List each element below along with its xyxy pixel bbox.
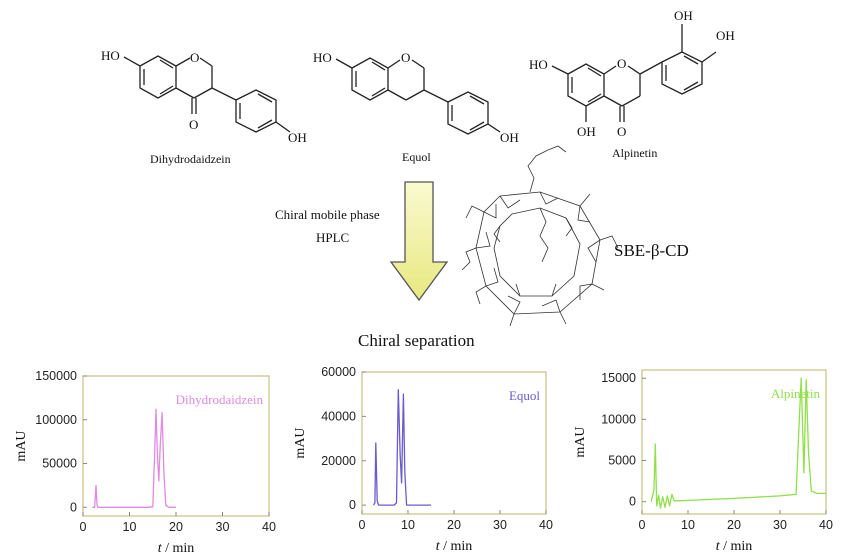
- y-tick-label: 50000: [42, 457, 77, 471]
- dihydrodaidzein-name: Dihydrodaidzein: [150, 152, 231, 166]
- x-tick-label: 0: [359, 518, 366, 532]
- x-tick-label: 40: [539, 518, 553, 532]
- alpinetin-structure: HO O O OH OH OH Alpinetin: [529, 8, 735, 160]
- x-axis-variable: t: [436, 539, 441, 554]
- x-axis-variable: t: [158, 541, 163, 556]
- x-axis-unit: / min: [440, 539, 473, 554]
- x-axis-label-alpinetin: t / min: [716, 539, 753, 554]
- y-tick-label: 0: [629, 495, 636, 509]
- alpinetin-top-oh-label: OH: [674, 8, 693, 23]
- trace-dihydrodaidzein: [92, 408, 176, 508]
- y-tick-label: 15000: [601, 371, 636, 385]
- x-tick-label: 10: [401, 518, 415, 532]
- y-tick-label: 0: [70, 500, 77, 514]
- y-tick-label: 40000: [321, 409, 356, 423]
- x-axis-unit: / min: [162, 541, 195, 556]
- x-axis-variable: t: [716, 539, 721, 554]
- x-tick-label: 30: [773, 518, 787, 532]
- x-tick-label: 20: [169, 520, 183, 534]
- alpinetin-carbonyl-oxygen-label: O: [617, 124, 626, 139]
- x-axis-unit: / min: [720, 539, 753, 554]
- dihydrodaidzein-oh-label: OH: [288, 130, 307, 145]
- x-tick-label: 20: [727, 518, 741, 532]
- x-tick-label: 40: [819, 518, 833, 532]
- process-line-1: Chiral mobile phase: [275, 207, 380, 222]
- legend-alpinetin: Alpinetin: [771, 386, 821, 401]
- dihydrodaidzein-structure: HO O O OH Dihydrodaidzein: [101, 48, 307, 166]
- sbe-beta-cd-structure: [461, 145, 619, 327]
- alpinetin-ho-label: HO: [529, 57, 548, 72]
- trace-alpinetin: [650, 377, 826, 509]
- chiral-separation-label: Chiral separation: [358, 331, 475, 350]
- equol-oh-label: OH: [500, 130, 519, 145]
- process-line-2: HPLC: [316, 230, 349, 245]
- equol-ring-oxygen-label: O: [401, 50, 410, 65]
- x-tick-label: 10: [681, 518, 695, 532]
- dihydrodaidzein-carbonyl-oxygen-label: O: [189, 117, 198, 132]
- y-tick-label: 60000: [321, 365, 356, 379]
- legend-equol: Equol: [509, 388, 540, 403]
- y-tick-label: 100000: [35, 413, 77, 427]
- y-axis-label-equol: mAU: [293, 427, 308, 458]
- equol-ho-label: HO: [313, 50, 332, 65]
- y-axis-label-dihydrodaidzein: mAU: [14, 430, 29, 461]
- y-tick-label: 150000: [35, 369, 77, 383]
- equol-structure: HO O OH Equol: [313, 50, 519, 164]
- x-axis-label-dihydrodaidzein: t / min: [158, 541, 195, 556]
- y-tick-label: 20000: [321, 454, 356, 468]
- x-tick-label: 0: [639, 518, 646, 532]
- legend-dihydrodaidzein: Dihydrodaidzein: [176, 392, 264, 407]
- x-tick-label: 30: [216, 520, 230, 534]
- chromatogram-dihydrodaidzein: 0 10 20 30 40 0 50000 100000 150000Dihydrodaidze…: [14, 369, 276, 556]
- y-tick-label: 5000: [608, 454, 636, 468]
- trace-equol: [372, 389, 431, 506]
- y-tick-label: 0: [349, 498, 356, 512]
- alpinetin-right-oh-label: OH: [716, 28, 735, 43]
- x-tick-label: 20: [447, 518, 461, 532]
- y-axis-label-alpinetin: mAU: [573, 426, 588, 457]
- alpinetin-ring-oxygen-label: O: [617, 56, 626, 71]
- y-tick-label: 10000: [601, 412, 636, 426]
- x-axis-label-equol: t / min: [436, 539, 473, 554]
- x-tick-label: 10: [123, 520, 137, 534]
- x-tick-label: 0: [80, 520, 87, 534]
- equol-name: Equol: [402, 150, 431, 164]
- process-arrow: [389, 181, 449, 302]
- x-tick-label: 40: [262, 520, 276, 534]
- sbe-beta-cd-label: SBE-β-CD: [614, 241, 689, 260]
- alpinetin-name: Alpinetin: [612, 146, 657, 160]
- dihydrodaidzein-ho-label: HO: [101, 48, 120, 63]
- alpinetin-lower-oh-label: OH: [577, 124, 596, 139]
- x-tick-label: 30: [493, 518, 507, 532]
- dihydrodaidzein-ring-oxygen-label: O: [190, 50, 199, 65]
